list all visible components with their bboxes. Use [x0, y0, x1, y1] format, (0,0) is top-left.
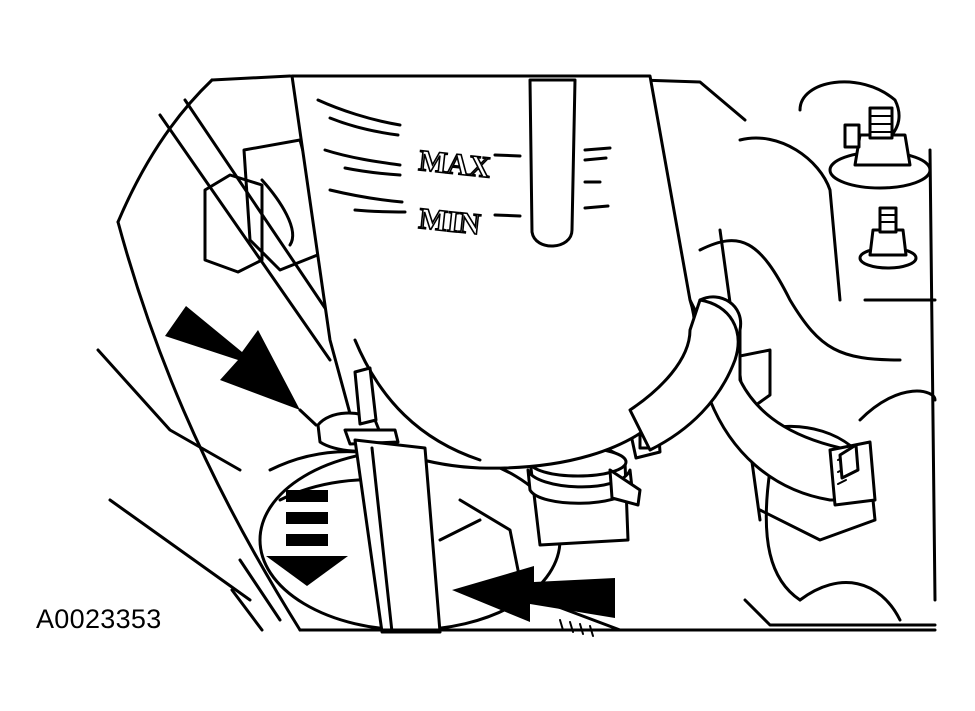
- feed-hose: [353, 438, 442, 634]
- callout-arrow-lower: [452, 566, 615, 622]
- direction-arrow-down: [266, 490, 348, 586]
- callout-arrow-upper: [165, 306, 318, 427]
- figure-reference-id: A0023353: [36, 604, 162, 634]
- mounting-stud-lower: [858, 206, 918, 270]
- min-level-label: MIN: [417, 202, 482, 241]
- mounting-stud-upper: [828, 106, 932, 190]
- coolant-hose: [698, 295, 877, 507]
- level-graduations: [316, 98, 612, 218]
- coolant-reservoir: MAX MIN: [290, 74, 740, 470]
